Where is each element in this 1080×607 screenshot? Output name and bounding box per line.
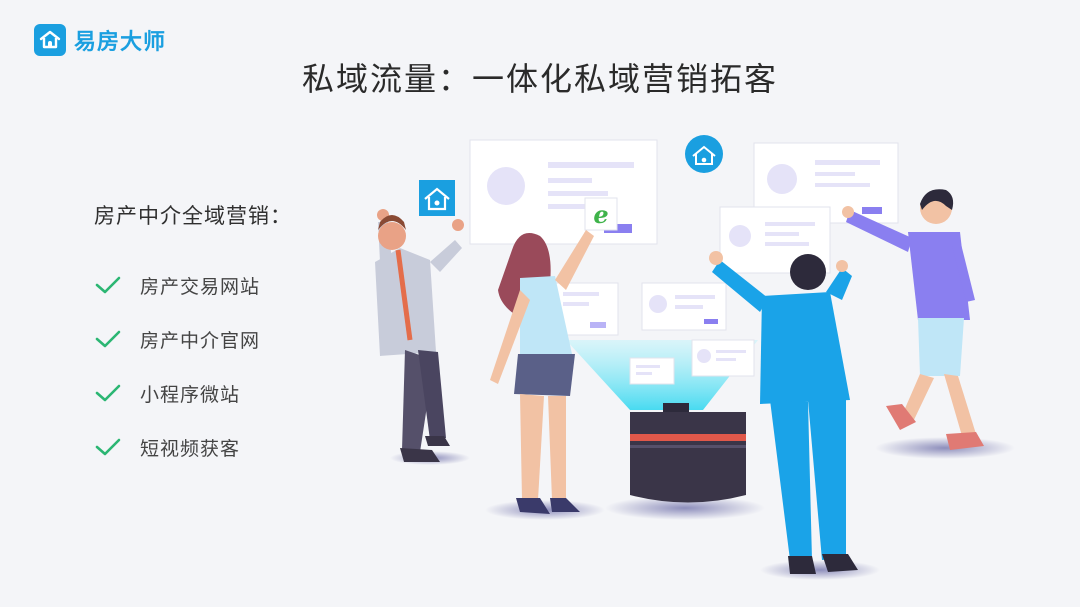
person-presenter [375, 209, 464, 462]
check-icon [95, 438, 121, 456]
list-item: 房产中介官网 [94, 312, 292, 366]
feature-label: 小程序微站 [140, 383, 241, 406]
web-card-large [469, 139, 658, 245]
brand-logo[interactable]: 易房大师 [34, 24, 166, 56]
svg-text:e: e [593, 200, 608, 229]
web-card-small-c [691, 339, 755, 377]
house-round-icon [685, 135, 723, 173]
person-purple-shirt [842, 189, 984, 450]
check-icon [95, 330, 121, 348]
web-card-small-b [641, 282, 727, 331]
feature-heading: 房产中介全域营销： [94, 204, 292, 228]
house-app-icon [419, 180, 455, 216]
list-item: 小程序微站 [94, 366, 292, 420]
list-item: 短视频获客 [94, 420, 292, 474]
brand-name: 易房大师 [74, 30, 167, 55]
web-card-small-d [629, 357, 675, 385]
list-item: 房产交易网站 [94, 258, 292, 312]
feature-label: 房产中介官网 [140, 329, 261, 352]
house-logo-icon [34, 24, 66, 56]
page-title: 私域流量：一体化私域营销拓客 [301, 60, 778, 98]
web-card-small-a [554, 282, 619, 336]
feature-label: 房产交易网站 [140, 275, 261, 298]
projector-device [630, 403, 746, 503]
check-icon [95, 384, 121, 402]
feature-panel: 房产中介全域营销： 房产交易网站 房产中介官网 小程序微站 短视频获客 [94, 200, 292, 474]
person-woman [490, 230, 594, 514]
feature-label: 短视频获客 [140, 437, 241, 460]
feature-list: 房产交易网站 房产中介官网 小程序微站 短视频获客 [94, 258, 292, 474]
person-blue-suit [709, 251, 858, 574]
check-icon [95, 276, 121, 294]
browser-icon: e [584, 197, 618, 231]
